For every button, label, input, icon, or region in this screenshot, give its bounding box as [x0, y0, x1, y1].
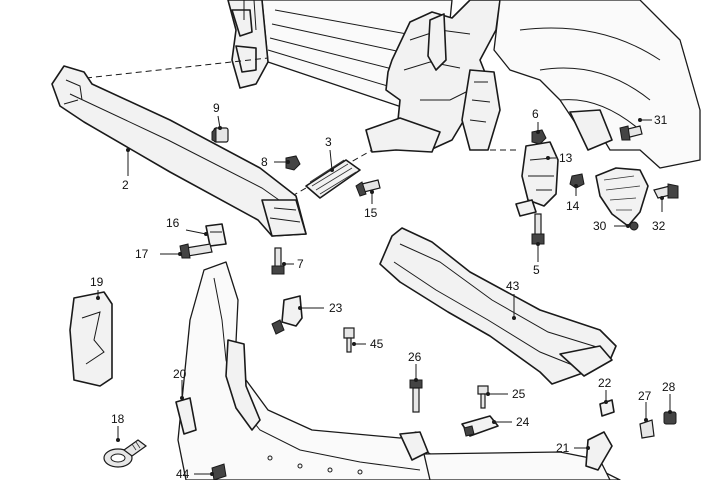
bumper-cover	[177, 261, 621, 480]
part-30-bracket	[595, 167, 649, 231]
part-32-screw	[653, 183, 679, 199]
callout-7: 7	[297, 257, 304, 271]
part-31-bolt	[619, 125, 643, 141]
part-21-bracket	[585, 431, 613, 471]
callout-21: 21	[556, 441, 570, 455]
part-17-bolt	[179, 243, 213, 259]
part-25-screw	[477, 385, 489, 409]
part-13-bracket	[515, 141, 559, 217]
callout-14: 14	[566, 199, 580, 213]
callout-30: 30	[593, 219, 607, 233]
part-7-bolt	[271, 247, 285, 275]
callout-45: 45	[370, 337, 384, 351]
part-22-clip	[599, 399, 615, 417]
leader-lines	[96, 115, 672, 476]
part-45-screw	[343, 327, 355, 353]
callout-17: 17	[135, 247, 149, 261]
part-23-clip	[271, 295, 303, 335]
callout-22: 22	[598, 376, 612, 390]
lock-carrier	[365, 0, 501, 153]
part-9-bolt	[211, 126, 229, 143]
part-15-bolt	[355, 179, 381, 197]
bumper-reinforcement	[51, 65, 307, 237]
part-8-nut	[285, 155, 301, 171]
callout-18: 18	[111, 412, 125, 426]
callout-16: 16	[166, 216, 180, 230]
part-24-bracket	[461, 415, 499, 437]
callout-5: 5	[533, 263, 540, 277]
callout-9: 9	[213, 101, 220, 115]
callout-labels: 2 9 3 8 6 13 31 15 14 30 32 16 17 7 5 19…	[90, 101, 676, 480]
part-16-clip	[205, 223, 227, 247]
callout-15: 15	[364, 206, 378, 220]
callout-44: 44	[176, 467, 190, 480]
callout-32: 32	[652, 219, 666, 233]
alignment-line-1	[85, 57, 269, 79]
callout-25: 25	[512, 387, 526, 401]
fender-panel	[493, 0, 701, 169]
callout-2: 2	[122, 178, 129, 192]
callout-28: 28	[662, 380, 676, 394]
callout-13: 13	[559, 151, 573, 165]
callout-3: 3	[325, 135, 332, 149]
callout-23: 23	[329, 301, 343, 315]
part-14-nut	[569, 173, 585, 189]
part-26-bolt	[409, 379, 423, 413]
callout-8: 8	[261, 155, 268, 169]
callout-43: 43	[506, 279, 520, 293]
callout-26: 26	[408, 350, 422, 364]
part-19-pad	[69, 291, 113, 387]
part-6-nut	[531, 129, 547, 145]
callout-20: 20	[173, 367, 187, 381]
part-3-deformation-element	[305, 159, 361, 199]
part-44-clip	[211, 463, 227, 480]
part-27-clip	[639, 419, 655, 439]
callout-31: 31	[654, 113, 668, 127]
part-18-tow-eye	[103, 439, 148, 468]
part-43-energy-absorber	[379, 227, 617, 385]
alignment-line-2	[291, 149, 373, 197]
part-5-bolt	[531, 213, 545, 245]
callout-24: 24	[516, 415, 530, 429]
callout-27: 27	[638, 389, 652, 403]
callout-6: 6	[532, 107, 539, 121]
part-20-cover	[175, 397, 197, 435]
callout-19: 19	[90, 275, 104, 289]
